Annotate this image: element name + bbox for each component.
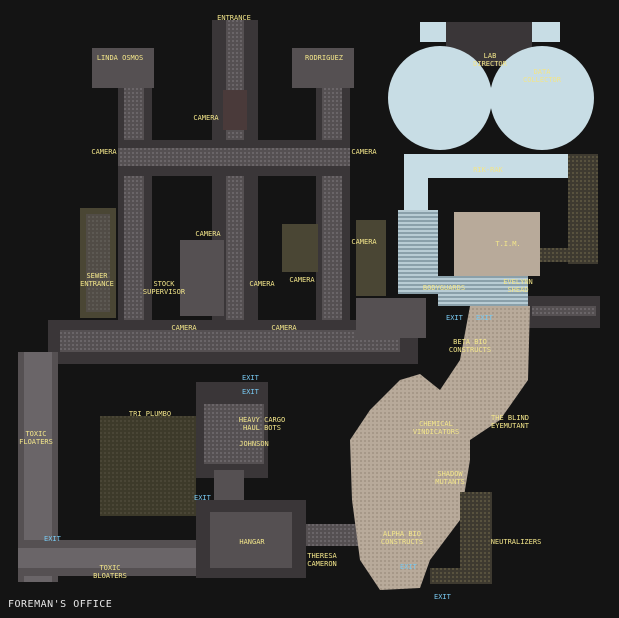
exit-marker: EXIT: [242, 374, 259, 382]
lab-tank-right: [490, 46, 594, 150]
tim-room: [454, 212, 540, 276]
map-title: FOREMAN'S OFFICE: [8, 599, 113, 610]
linda-room: [92, 48, 154, 88]
rodriguez-room: [292, 48, 354, 88]
tri-plumbo-area: [100, 416, 196, 516]
label-johnson: JOHNSON: [239, 440, 269, 448]
exit-marker: EXIT: [400, 563, 417, 571]
exit-marker: EXIT: [446, 314, 463, 322]
label-rik-rak: RIK-RAK: [473, 166, 503, 174]
label-chemical-vindicators: CHEMICAL VINDICATORS: [412, 420, 460, 436]
lab-tank-left: [388, 46, 492, 150]
cave-area: [350, 306, 530, 590]
exit-marker: EXIT: [476, 314, 493, 322]
label-camera-bottom-right: CAMERA: [271, 324, 297, 332]
label-heavy-cargo-haul-bots: HEAVY CARGO HAUL BOTS: [238, 416, 286, 432]
exit-marker: EXIT: [194, 494, 211, 502]
label-toxic-bloaters: TOXIC BLOATERS: [93, 564, 127, 580]
label-camera-center: CAMERA: [249, 280, 275, 288]
label-lab-director: LAB DIRECTOR: [473, 52, 507, 68]
label-stock-supervisor: STOCK SUPERVISOR: [142, 280, 186, 296]
exit-marker: EXIT: [44, 535, 61, 543]
exit-marker: EXIT: [242, 388, 259, 396]
label-camera-lower-right: CAMERA: [289, 276, 315, 284]
label-camera-left: CAMERA: [91, 148, 117, 156]
label-camera-far-right: CAMERA: [351, 238, 377, 246]
label-camera-mid: CAMERA: [195, 230, 221, 238]
label-camera-bottom-left: CAMERA: [171, 324, 197, 332]
label-tri-plumbo: TRI PLUMBO: [128, 410, 172, 418]
label-alpha-bio-constructs: ALPHA BIO CONSTRUCTS: [380, 530, 424, 546]
label-rodriguez: RODRIGUEZ: [305, 54, 343, 62]
label-data-collector: DATA COLLECTOR: [523, 68, 561, 84]
label-tim: T.I.M.: [495, 240, 521, 248]
label-beta-bio-constructs: BETA BIO CONSTRUCTS: [448, 338, 492, 354]
label-theresa-cameron: THERESA CAMERON: [307, 552, 337, 568]
label-blind-eyemutant: THE BLIND EYEMUTANT: [491, 414, 529, 430]
label-entrance: ENTRANCE: [217, 14, 251, 22]
label-bodyguards: BODYGUARDS: [422, 284, 466, 292]
label-sewer-entrance: SEWER ENTRANCE: [80, 272, 114, 288]
label-neutralizers: NEUTRALIZERS: [490, 538, 542, 546]
label-evelynn-shead: EVELYNN SHEAD: [503, 278, 533, 294]
exit-marker: EXIT: [434, 593, 451, 601]
label-hangar: HANGAR: [239, 538, 265, 546]
label-linda-osmos: LINDA OSMOS: [96, 54, 144, 62]
label-toxic-floaters: TOXIC FLOATERS: [19, 430, 53, 446]
label-shadow-mutants: SHADOW MUTANTS: [435, 470, 465, 486]
label-camera-right: CAMERA: [351, 148, 377, 156]
label-camera-top: CAMERA: [193, 114, 219, 122]
